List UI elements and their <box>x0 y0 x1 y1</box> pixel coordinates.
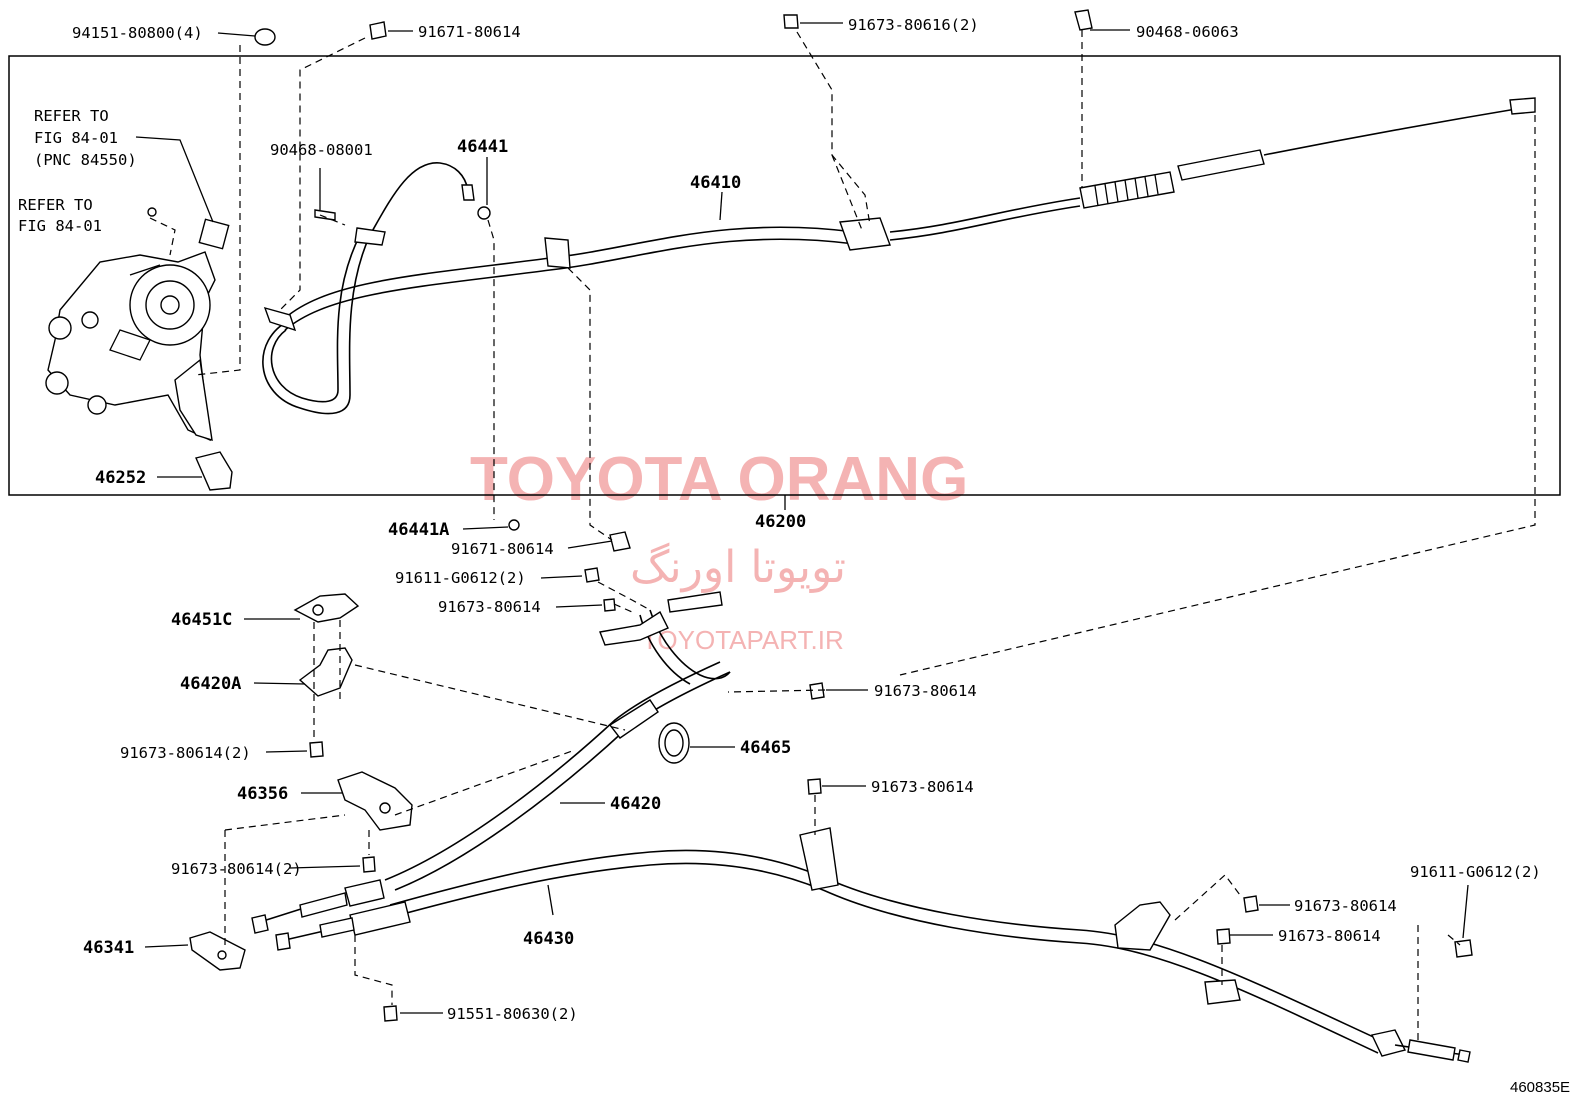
label-91673-80614-left2: 91673-80614(2) <box>120 744 251 762</box>
label-46356: 46356 <box>237 784 288 804</box>
part-46465-grommet <box>658 722 690 764</box>
part-46252-pedal-pad <box>195 451 233 491</box>
label-90468-08001: 90468-08001 <box>270 141 373 159</box>
label-91611-G0612-mid: 91611-G0612(2) <box>395 569 526 587</box>
part-46420A-clamp <box>298 647 353 697</box>
label-46200: 46200 <box>755 512 806 532</box>
dashed-reference-lines <box>149 30 1536 1040</box>
ref-note-1-line1: REFER TO <box>34 107 109 125</box>
diagram-code: 460835E <box>1510 1079 1570 1096</box>
watermark: TOYOTA ORANG تویوتا اورنگ TOYOTAPART.IR <box>470 445 968 655</box>
ref-note-2-line1: REFER TO <box>18 196 93 214</box>
label-46430: 46430 <box>523 929 574 949</box>
label-91673-80614-right4: 91673-80614 <box>1278 927 1381 945</box>
part-46451C-bracket <box>293 593 360 623</box>
label-46420: 46420 <box>610 794 661 814</box>
watermark-site: TOYOTAPART.IR <box>642 625 844 655</box>
label-46441: 46441 <box>457 137 508 157</box>
part-labels: 94151-80800(4) 91671-80614 91673-80616(2… <box>18 16 1570 1096</box>
watermark-brand-latin: TOYOTA ORANG <box>470 445 968 514</box>
label-91673-80614-right2: 91673-80614 <box>871 778 974 796</box>
label-91673-80614-right1: 91673-80614 <box>874 682 977 700</box>
label-91673-80614-right3: 91673-80614 <box>1294 897 1397 915</box>
label-46420A: 46420A <box>180 674 241 694</box>
label-91673-80614-left3: 91673-80614(2) <box>171 860 302 878</box>
ref-note-1-line2: FIG 84-01 <box>34 129 118 147</box>
intermediate-cable-46420 <box>251 591 731 934</box>
label-91671-80614-mid: 91671-80614 <box>451 540 554 558</box>
label-46410: 46410 <box>690 173 741 193</box>
label-91673-80614-mid: 91673-80614 <box>438 598 541 616</box>
label-46341: 46341 <box>83 938 134 958</box>
assembly-46200-box <box>8 55 1561 496</box>
ref-note-1-line3: (PNC 84550) <box>34 151 137 169</box>
parking-brake-pedal-assembly <box>45 207 230 442</box>
watermark-brand-persian: تویوتا اورنگ <box>630 542 846 593</box>
label-91551-80630: 91551-80630(2) <box>447 1005 578 1023</box>
leader-lines <box>135 22 1469 1014</box>
front-cable-46410 <box>262 97 1536 415</box>
rear-cable-46430 <box>275 827 1471 1063</box>
fasteners <box>254 9 1473 1022</box>
label-91671-80614-top: 91671-80614 <box>418 23 521 41</box>
part-46356-bracket <box>337 771 413 831</box>
label-46252: 46252 <box>95 468 146 488</box>
part-46341-bracket <box>189 931 246 971</box>
label-91611-G0612-right: 91611-G0612(2) <box>1410 863 1541 881</box>
label-46441A: 46441A <box>388 520 449 540</box>
label-94151-80800: 94151-80800(4) <box>72 24 203 42</box>
label-90468-06063: 90468-06063 <box>1136 23 1239 41</box>
label-46451C: 46451C <box>171 610 232 630</box>
label-46465: 46465 <box>740 738 791 758</box>
ref-note-2-line2: FIG 84-01 <box>18 217 102 235</box>
label-91673-80616: 91673-80616(2) <box>848 16 979 34</box>
